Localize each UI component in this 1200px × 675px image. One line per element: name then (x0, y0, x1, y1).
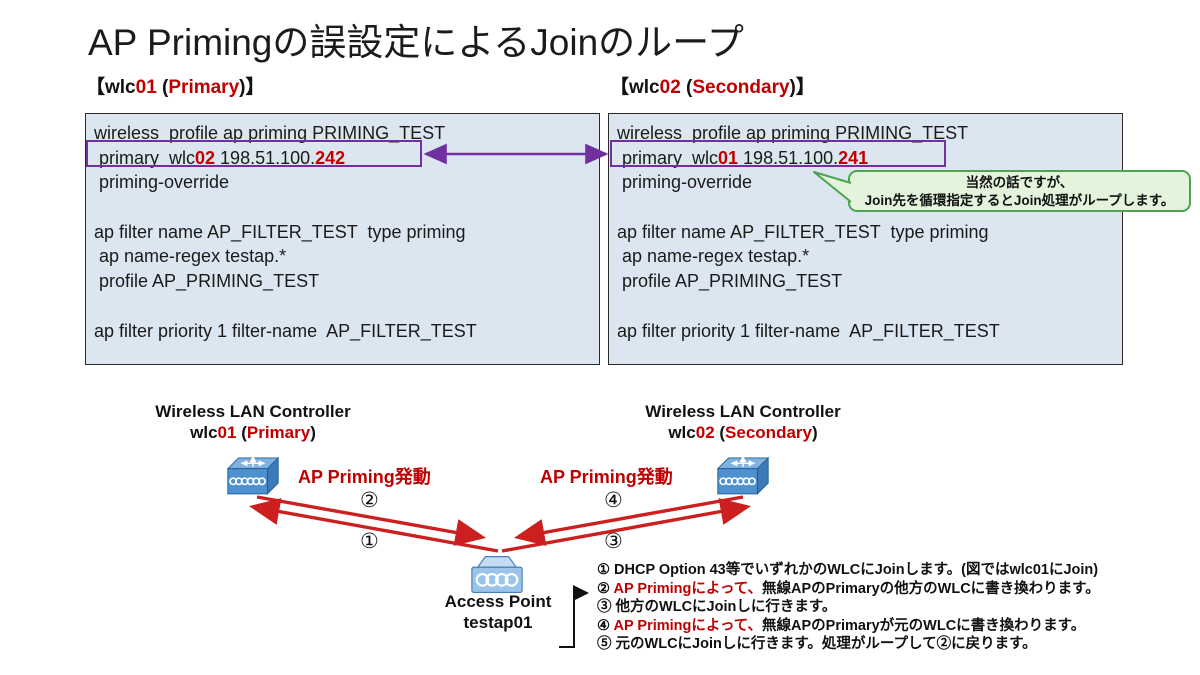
access-point-icon (468, 553, 526, 602)
callout-line-2: Join先を循環指定するとJoin処理がループします。 (864, 193, 1175, 208)
step-marker-4: ④ (604, 489, 623, 512)
config-line (94, 294, 595, 319)
access-point-label-line1: Access Point (444, 592, 552, 611)
loop-note-callout: 当然の話ですが、 Join先を循環指定するとJoin処理がループします。 (848, 170, 1191, 212)
steps-list: ① DHCP Option 43等でいずれかのWLCにJoinします。(図ではw… (597, 561, 1100, 654)
config-line: wireless profile ap priming PRIMING_TEST (94, 123, 446, 143)
access-point-label-line2: testap01 (463, 613, 533, 632)
ap-priming-label-right: AP Priming発動 (540, 467, 673, 487)
wireless-lan-controller-icon (226, 454, 280, 501)
config-line: ap name-regex testap.* (94, 246, 287, 267)
wlc01-device-label: Wireless LAN Controller wlc01 (Primary) (118, 401, 388, 443)
wlc02-device-label-line1: Wireless LAN Controller (645, 402, 841, 421)
priming-push-arrow-wlc02-to-ap (513, 495, 744, 546)
config-line-primary: primary wlc01 198.51.100.241 (617, 147, 869, 168)
wlc02-panel-header: 【wlc02 (Secondary)】 (610, 77, 815, 98)
wireless-lan-controller-icon (716, 454, 770, 501)
config-line: ap name-regex testap.* (617, 246, 810, 267)
step-marker-3: ③ (604, 530, 623, 553)
config-line: priming-override (617, 172, 753, 193)
step-3: ③ 他方のWLCにJoinしに行きます。 (597, 599, 837, 616)
slide-title: AP Primingの誤設定によるJoinのループ (88, 22, 744, 63)
config-line: profile AP_PRIMING_TEST (94, 271, 320, 292)
config-line (94, 195, 595, 220)
wlc02-config-box: wireless profile ap priming PRIMING_TEST… (608, 113, 1123, 365)
callout-line-1: 当然の話ですが、 (965, 175, 1074, 190)
wlc01-panel-header: 【wlc01 (Primary)】 (86, 77, 265, 98)
primary-highlight-box-right (610, 140, 946, 167)
access-point-label: Access Point testap01 (419, 591, 577, 633)
ap-priming-label-left: AP Priming発動 (298, 467, 431, 487)
step-5: ⑤ 元のWLCにJoinしに行きます。処理がループして②に戻ります。 (597, 636, 1037, 653)
step-marker-1: ① (360, 530, 379, 553)
wlc02-device-label: Wireless LAN Controller wlc02 (Secondary… (608, 401, 878, 443)
config-line (617, 294, 1118, 319)
config-line: ap filter name AP_FILTER_TEST type primi… (617, 221, 989, 242)
config-line: priming-override (94, 172, 230, 193)
step-4: ④ AP Primingによって、無線APのPrimaryが元のWLCに書き換わ… (597, 617, 1086, 634)
config-line: ap filter priority 1 filter-name AP_FILT… (617, 320, 1000, 341)
wlc02-device-label-line2: wlc02 (Secondary) (668, 423, 818, 442)
step-2: ② AP Primingによって、無線APのPrimaryの他方のWLCに書き換… (597, 580, 1100, 597)
config-line: ap filter name AP_FILTER_TEST type primi… (94, 221, 466, 242)
join-arrow-ap-to-wlc02 (501, 498, 752, 553)
wlc01-device-label-line1: Wireless LAN Controller (155, 402, 351, 421)
config-line-primary: primary wlc02 198.51.100.242 (94, 147, 346, 168)
wlc01-device-label-line2: wlc01 (Primary) (190, 423, 316, 442)
primary-highlight-box-left (86, 140, 422, 167)
step-1: ① DHCP Option 43等でいずれかのWLCにJoinします。(図ではw… (597, 562, 1099, 578)
config-line: profile AP_PRIMING_TEST (617, 271, 843, 292)
step-marker-2: ② (360, 489, 379, 512)
config-line: ap filter priority 1 filter-name AP_FILT… (94, 320, 477, 341)
config-line: wireless profile ap priming PRIMING_TEST (617, 123, 969, 143)
